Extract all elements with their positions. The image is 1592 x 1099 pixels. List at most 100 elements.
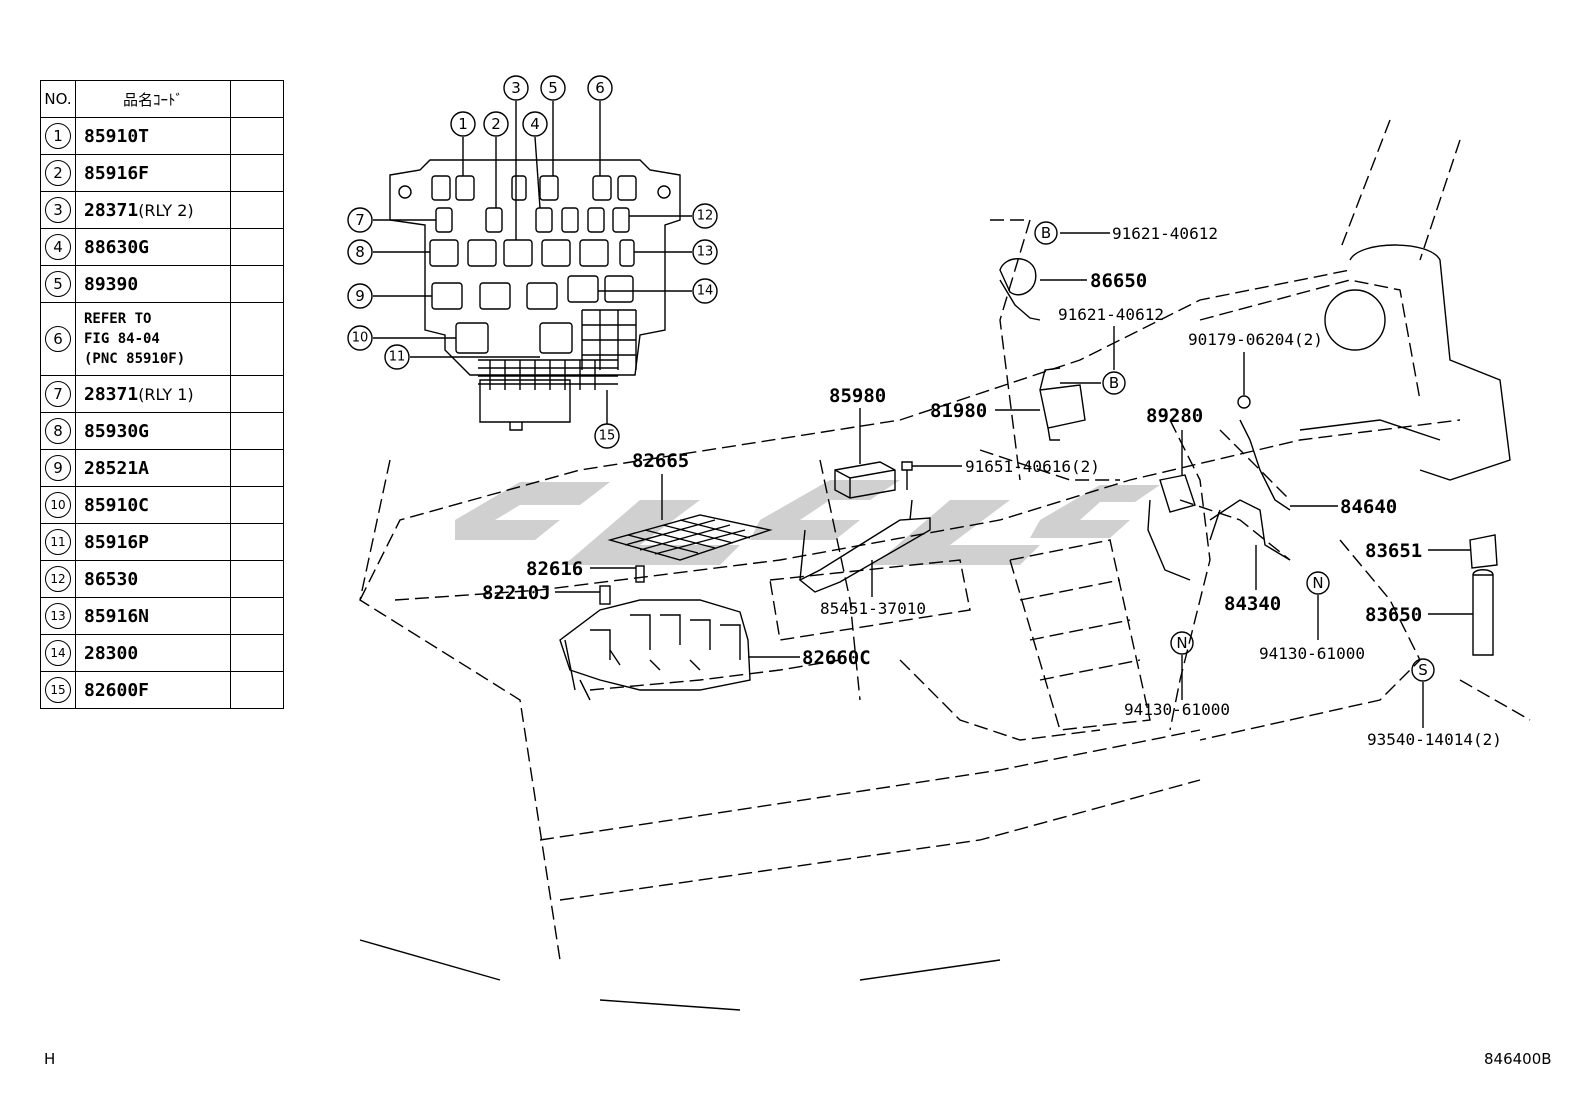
legend-row: 10 85910C — [40, 486, 284, 524]
part-label-85980: 85980 — [829, 385, 887, 407]
legend-header-code: 品名ｺｰﾄﾞ — [75, 80, 231, 118]
part-label-94130-61000-b: 94130-61000 — [1124, 700, 1230, 719]
part-label-82616: 82616 — [526, 558, 584, 580]
watermark-logo — [455, 480, 1160, 565]
legend-row-no: 7 — [45, 381, 71, 407]
callout-14: 14 — [697, 284, 714, 299]
legend-row: 14 28300 — [40, 634, 284, 672]
ref-b-1: B — [1041, 224, 1051, 242]
ref-n-2: N — [1176, 634, 1187, 652]
part-label-83650: 83650 — [1365, 604, 1423, 626]
callout-11: 11 — [389, 350, 406, 365]
legend-header-blank — [230, 80, 284, 118]
part-label-85451-37010: 85451-37010 — [820, 599, 926, 618]
part-label-83651: 83651 — [1365, 540, 1423, 562]
legend-row-no: 3 — [45, 197, 71, 223]
fuse-82616 — [635, 565, 645, 583]
corner-code-right: 846400B — [1484, 1050, 1552, 1068]
legend-row-code: 88630G — [84, 236, 150, 258]
legend-row-suffix: (RLY 2) — [138, 200, 194, 220]
harness-84340 — [1209, 499, 1291, 561]
callout-3: 3 — [511, 79, 521, 97]
legend-row-note-line: (PNC 85910F) — [84, 351, 186, 367]
part-label-91621-40612-b: 91621-40612 — [1058, 305, 1164, 324]
connector-89280 — [1147, 474, 1196, 581]
ref-n-1: N — [1312, 574, 1323, 592]
legend-header-no: NO. — [40, 80, 76, 118]
legend-row-no: 1 — [45, 123, 71, 149]
legend-row: 7 28371(RLY 1) — [40, 375, 284, 413]
ref-b-2: B — [1109, 374, 1119, 392]
legend-row-no: 4 — [45, 234, 71, 260]
legend-row: 3 28371(RLY 2) — [40, 191, 284, 229]
legend-row-no: 15 — [45, 677, 71, 703]
dashboard-solid — [359, 244, 1511, 1011]
callout-2: 2 — [491, 115, 501, 133]
part-label-86650: 86650 — [1090, 270, 1148, 292]
legend-row: 4 88630G — [40, 228, 284, 266]
fuse-82210j — [599, 585, 611, 605]
legend-row-code: 82600F — [84, 679, 150, 701]
parts-legend-table: NO. 品名ｺｰﾄﾞ 1 85910T 2 85916F 3 28371(RLY… — [40, 80, 284, 709]
relay-block — [389, 159, 681, 431]
legend-header-row: NO. 品名ｺｰﾄﾞ — [40, 80, 284, 118]
legend-row-no: 2 — [45, 160, 71, 186]
tube-83650 — [1472, 569, 1494, 656]
legend-row-no: 5 — [45, 271, 71, 297]
part-label-90179-06204: 90179-06204(2) — [1188, 330, 1323, 349]
callout-6: 6 — [595, 79, 605, 97]
relay-callout-circles — [347, 75, 718, 449]
legend-row: 12 86530 — [40, 560, 284, 598]
part-label-93540-14014: 93540-14014(2) — [1367, 730, 1502, 749]
part-label-82660c: 82660C — [802, 647, 871, 669]
callout-8: 8 — [355, 243, 365, 261]
module-85980 — [834, 461, 896, 499]
callout-5: 5 — [548, 79, 558, 97]
legend-row: 9 28521A — [40, 449, 284, 487]
nut-90179 — [1237, 395, 1251, 409]
legend-row-code: 28371 — [84, 383, 139, 405]
legend-row-note-line: REFER TO — [84, 311, 152, 327]
callout-4: 4 — [530, 115, 540, 133]
callout-7: 7 — [355, 211, 365, 229]
legend-row-code: 85910T — [84, 125, 150, 147]
legend-row-code: 28521A — [84, 457, 150, 479]
callout-13: 13 — [697, 245, 714, 260]
part-label-82665: 82665 — [632, 450, 690, 472]
relay-leaders — [373, 101, 692, 424]
legend-row-no: 13 — [45, 603, 71, 629]
bracket-85451 — [798, 499, 931, 593]
legend-row-code: 85916F — [84, 162, 150, 184]
legend-row: 1 85910T — [40, 117, 284, 155]
cap-83651 — [1469, 534, 1498, 569]
legend-row-code: 86530 — [84, 568, 139, 590]
legend-row: 5 89390 — [40, 265, 284, 303]
legend-row-code: 85930G — [84, 420, 150, 442]
part-label-84640: 84640 — [1340, 496, 1398, 518]
legend-row-code: 28371 — [84, 199, 139, 221]
legend-row-code: 85916N — [84, 605, 150, 627]
legend-row: 15 82600F — [40, 671, 284, 709]
legend-row-code: 85910C — [84, 494, 150, 516]
callout-10: 10 — [352, 331, 369, 346]
legend-row-code: 89390 — [84, 273, 139, 295]
part-label-94130-61000-a: 94130-61000 — [1259, 644, 1365, 663]
legend-row-no: 14 — [45, 640, 71, 666]
buzzer-86650 — [999, 258, 1041, 321]
callout-1: 1 — [458, 115, 468, 133]
legend-row-no: 8 — [45, 418, 71, 444]
bolt-91651 — [901, 461, 913, 490]
legend-row: 11 85916P — [40, 523, 284, 561]
sensor-84640 — [1239, 419, 1291, 511]
callout-12: 12 — [697, 209, 714, 224]
dashboard-outline — [359, 119, 1531, 961]
legend-row-no: 9 — [45, 455, 71, 481]
legend-row-no: 12 — [45, 566, 71, 592]
part-label-91651-40616: 91651-40616(2) — [965, 457, 1100, 476]
part-label-84340: 84340 — [1224, 593, 1282, 615]
grid-cover-82665 — [607, 514, 773, 561]
part-label-81980: 81980 — [930, 400, 988, 422]
legend-row-code: 85916P — [84, 531, 150, 553]
corner-code-left: H — [44, 1050, 56, 1068]
